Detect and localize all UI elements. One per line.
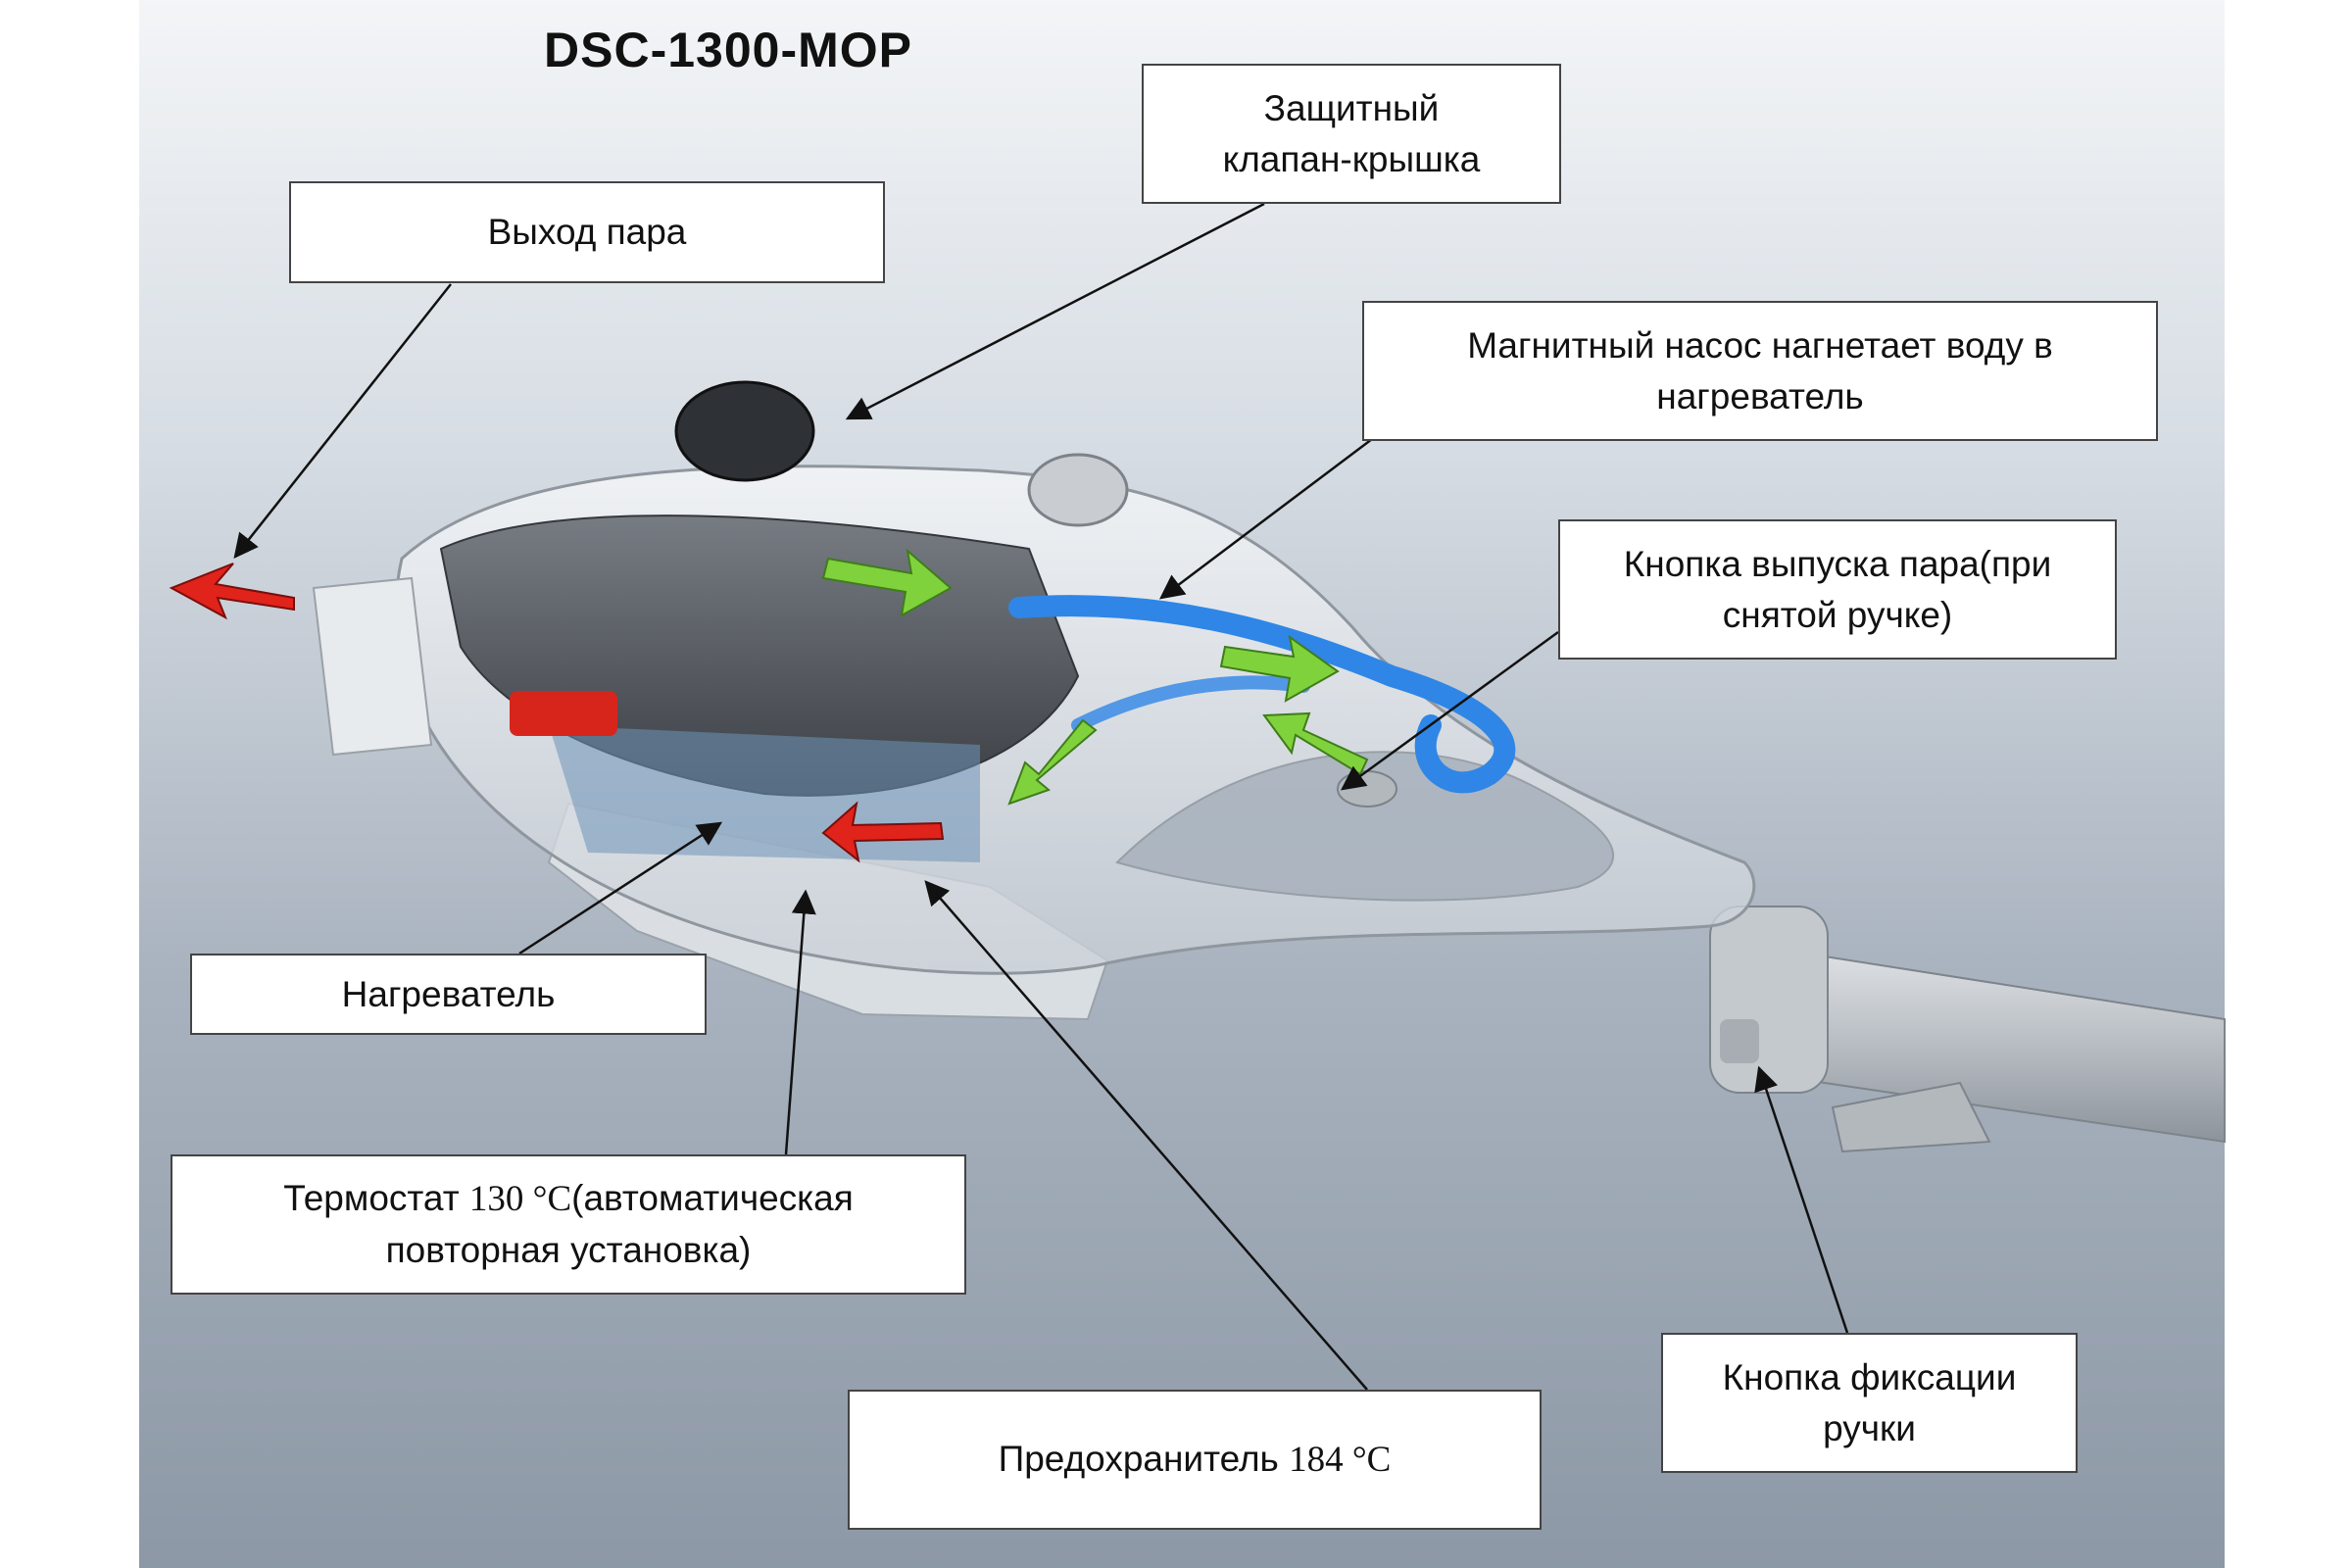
steam-cleaner-body — [312, 380, 1756, 975]
callout-safety-valve-line2: клапан-крышка — [1222, 138, 1481, 179]
mop-pole — [1709, 906, 2226, 1153]
callout-heater-text: Нагреватель — [341, 973, 556, 1014]
callout-fuse-prefix: Предохранитель — [998, 1439, 1290, 1480]
callout-steam-button-line2: снятой ручке) — [1722, 594, 1953, 635]
callout-fuse: Предохранитель 184 °C — [848, 1390, 1542, 1530]
callout-safety-valve: Защитный клапан-крышка — [1142, 64, 1561, 204]
callout-magnetic-pump: Магнитный насос нагнетает воду в нагрева… — [1362, 301, 2158, 441]
callout-thermostat-line2: повторная установка) — [385, 1230, 752, 1270]
callout-steam-outlet-text: Выход пара — [487, 212, 687, 253]
callout-fuse-value: 184 °C — [1289, 1440, 1392, 1481]
callout-thermostat-prefix: Термостат — [283, 1178, 469, 1219]
callout-thermostat-value: 130 °C — [468, 1179, 572, 1220]
callout-steam-button: Кнопка выпуска пара(при снятой ручке) — [1558, 519, 2117, 660]
callout-handle-lock-line1: Кнопка фиксации — [1722, 1356, 2017, 1397]
callout-handle-lock: Кнопка фиксации ручки — [1661, 1333, 2078, 1473]
leader-lines — [233, 202, 1849, 1391]
callout-thermostat: Термостат 130 °C(автоматическая повторна… — [171, 1154, 966, 1295]
callout-steam-button-line1: Кнопка выпуска пара(при — [1623, 543, 2052, 584]
callout-safety-valve-line1: Защитный — [1263, 87, 1440, 128]
page-title: DSC-1300-MOP — [544, 23, 912, 77]
water-flow-arrow — [821, 548, 1369, 806]
callout-thermostat-suffix: (автоматическая — [571, 1178, 854, 1219]
callout-handle-lock-line2: ручки — [1823, 1407, 1916, 1448]
steam-flow-arrow — [169, 563, 945, 863]
callout-heater: Нагреватель — [190, 954, 707, 1035]
callout-steam-outlet: Выход пара — [289, 181, 885, 283]
callout-magnetic-pump-line1: Магнитный насос нагнетает воду в — [1467, 324, 2053, 366]
callout-magnetic-pump-line2: нагреватель — [1656, 375, 1864, 416]
